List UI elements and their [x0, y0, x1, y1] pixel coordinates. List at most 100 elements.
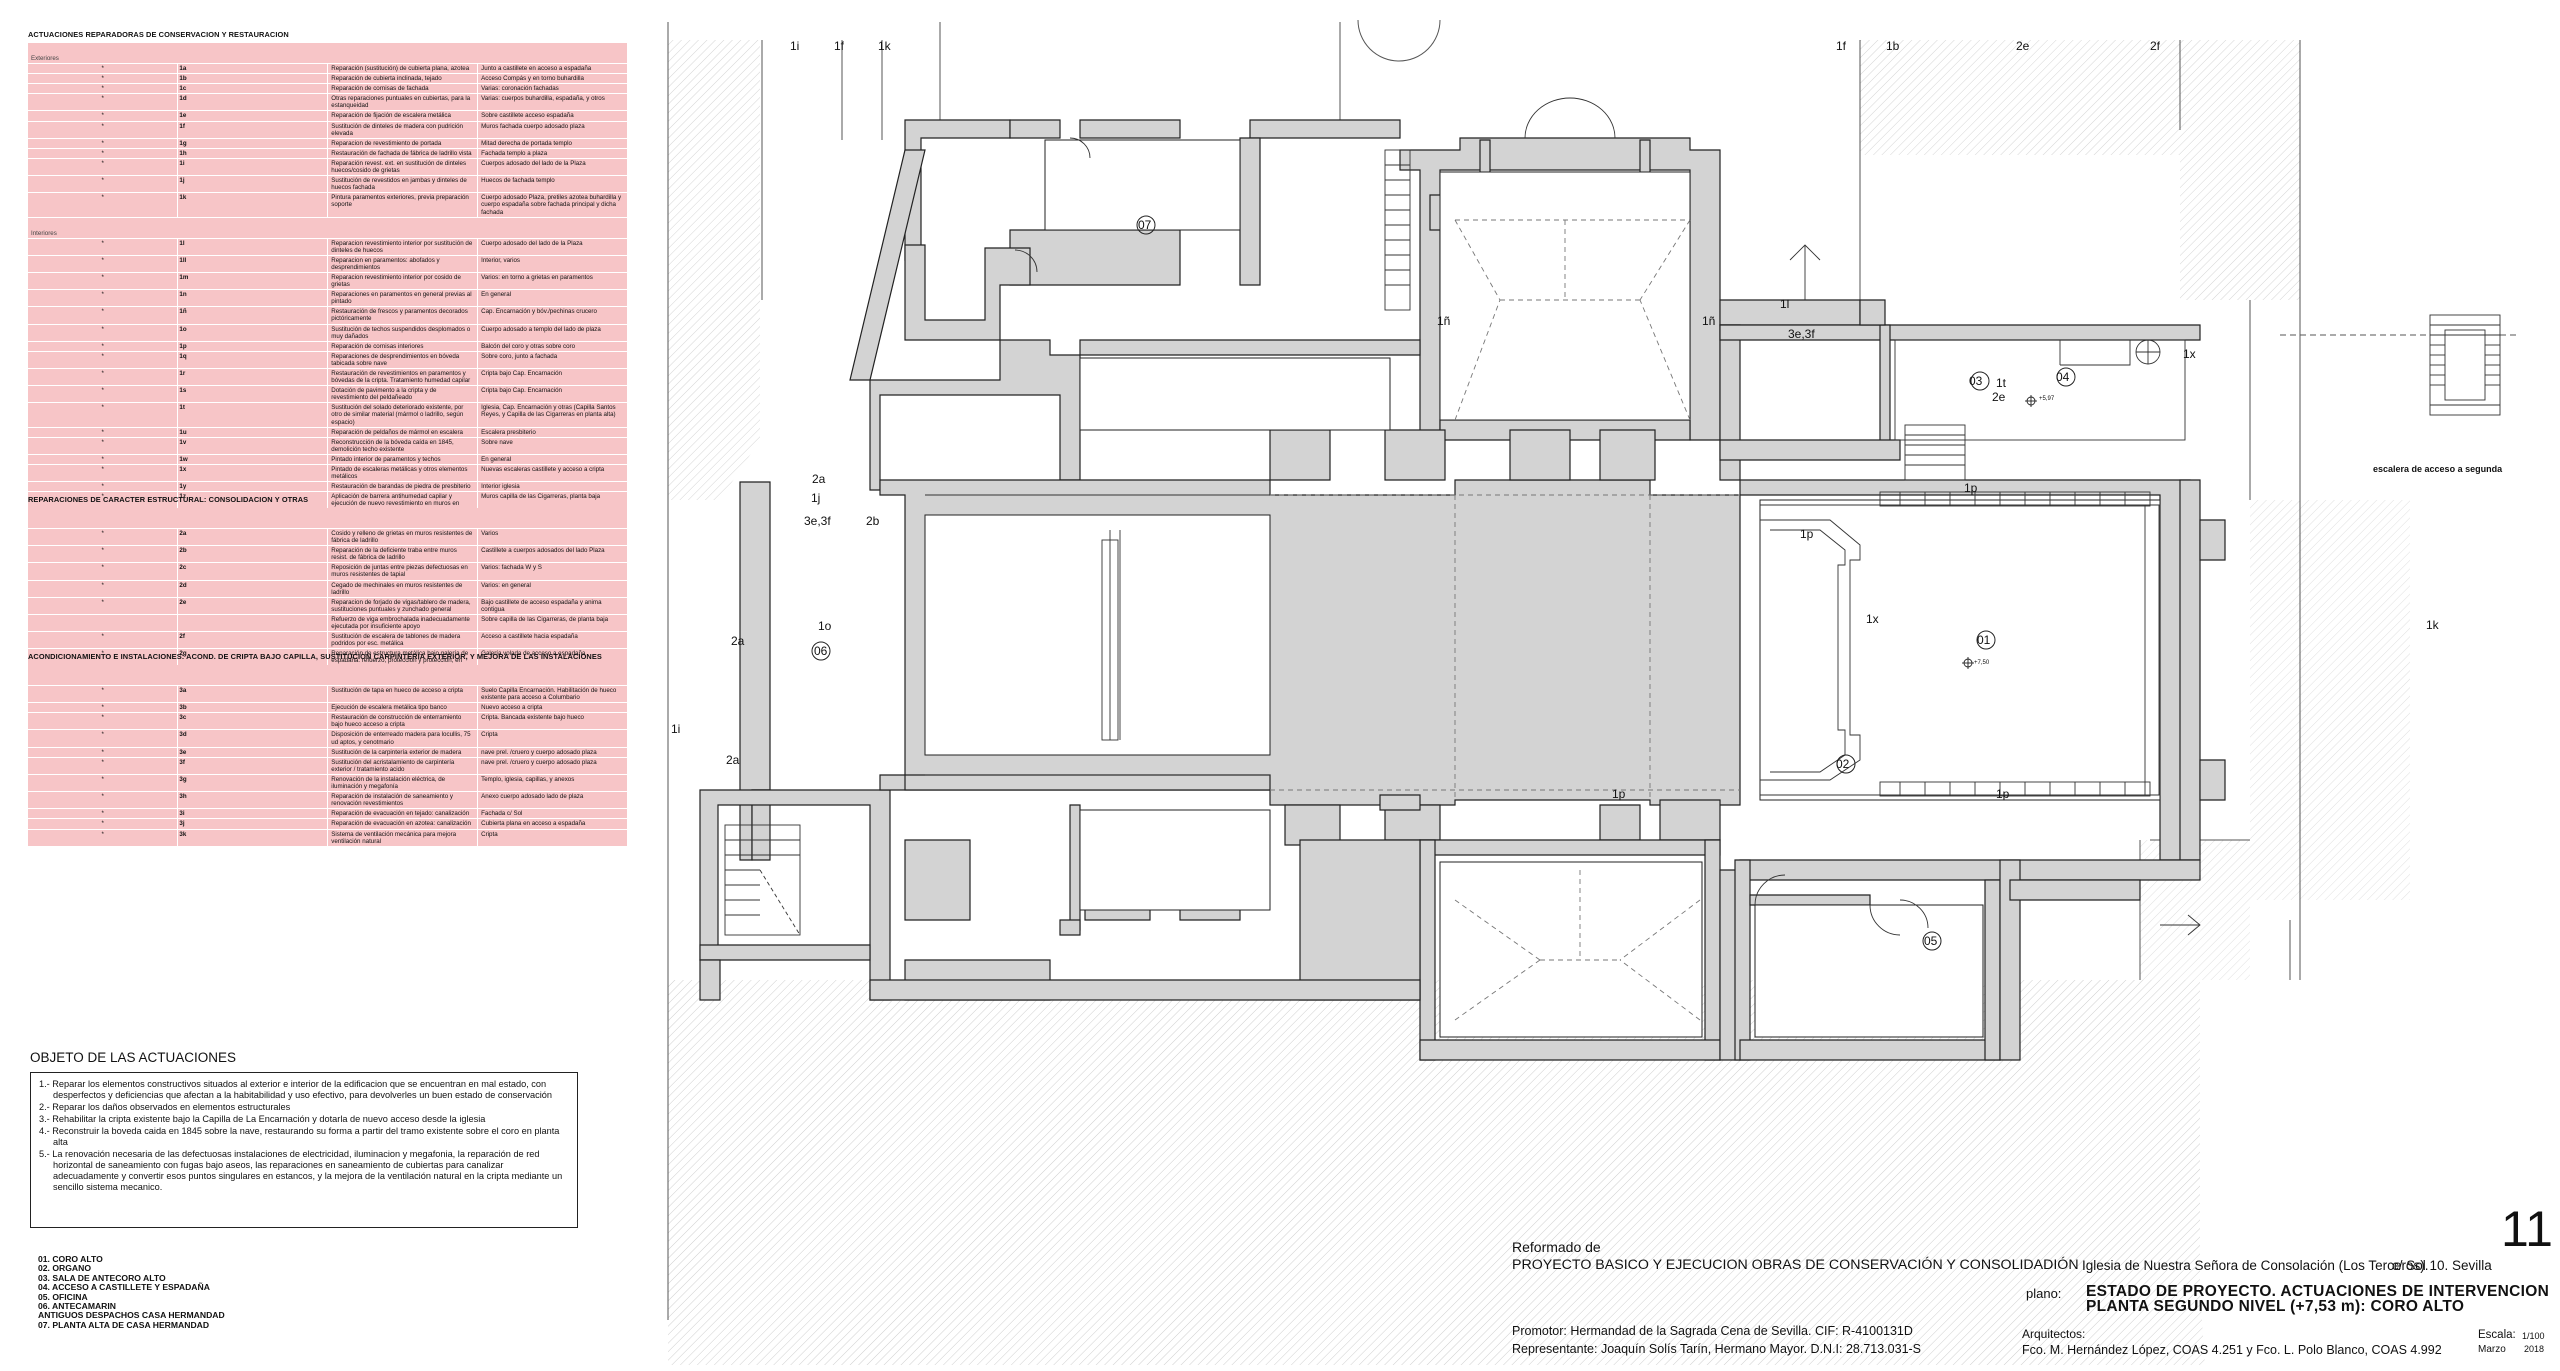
row-location: Cuerpos adosado del lado de la Plaza [477, 158, 628, 177]
plan-label: 1l [1780, 297, 1789, 311]
row-description: Reparacion en paramentos: abofados y des… [327, 255, 479, 273]
row-code: 1ñ [177, 306, 329, 325]
room-legend-item: 01. CORO ALTO [38, 1254, 103, 1264]
row-code: 1t [177, 402, 329, 428]
table-subtitle-row: Exteriores [28, 43, 628, 64]
table-estructural: REPARACIONES DE CARACTER ESTRUCTURAL: CO… [28, 495, 628, 681]
row-marker: * [28, 685, 179, 704]
context-hatch [668, 40, 2410, 1365]
row-location: Anexo cuerpo adosado lado de plaza [477, 791, 628, 810]
table-row: Refuerzo de viga embrochalada inadecuada… [28, 614, 628, 633]
plan-label: 1k [878, 39, 892, 53]
plan-label: 3e,3f [1788, 327, 1815, 341]
row-marker: * [28, 747, 179, 758]
church-name: Iglesia de Nuestra Señora de Consolación… [2082, 1258, 2429, 1273]
row-marker: * [28, 427, 179, 438]
row-location: Cap. Encarnación y bóv./pechinas crucero [477, 306, 628, 325]
plan-label: 1i [671, 722, 680, 736]
row-description: Reparaciones en paramentos en general pr… [327, 289, 479, 308]
plan-label: 1k [2426, 618, 2440, 632]
row-marker: * [28, 341, 179, 352]
plan-label: 1p [1612, 787, 1626, 801]
plan-label: 1t [1996, 376, 2007, 390]
row-marker: * [28, 148, 179, 159]
row-code: 1p [177, 341, 329, 352]
plan-label: 2e [2016, 39, 2030, 53]
row-code: 3j [177, 818, 329, 830]
plan-label: 2a [726, 753, 740, 767]
row-description: Pintado de escaleras metálicas y otros e… [327, 464, 479, 483]
fecha-mes: Marzo [2478, 1344, 2506, 1355]
room-legend-item: 02. ORGANO [38, 1263, 92, 1274]
row-code: 3k [177, 829, 329, 847]
row-code: 1e [177, 110, 329, 122]
plan-label: 1b [1886, 39, 1900, 53]
row-location: Acceso Compás y en torno buhardilla [477, 73, 628, 85]
plan-label: 04 [2056, 370, 2070, 384]
row-marker: * [28, 63, 179, 75]
row-marker: * [28, 631, 179, 650]
row-description: Reparación de fijación de escalera metál… [327, 110, 479, 122]
row-marker: * [28, 158, 179, 177]
row-description: Ejecución de escalera metálica tipo banc… [327, 702, 479, 714]
row-description: Sustitución de dinteles de madera con pu… [327, 121, 479, 139]
plan-label: 2b [866, 514, 880, 528]
plan-label: 3e,3f [804, 514, 831, 528]
row-marker: * [28, 255, 179, 273]
plan-label: 1o [818, 619, 832, 633]
row-location: Cuerpo adosado a templo del lado de plaz… [477, 324, 628, 342]
room-fills [924, 139, 2161, 1038]
row-marker: * [28, 545, 179, 564]
plan-label: 1f [1836, 39, 1847, 53]
row-code: 3d [177, 729, 329, 748]
room-legend-item: 07. PLANTA ALTA DE CASA HERMANDAD [38, 1319, 210, 1330]
row-marker: * [28, 437, 179, 455]
row-description: Disposición de enterreado madera para lo… [327, 729, 479, 748]
row-location: Varios [477, 528, 628, 547]
row-code: 2a [177, 528, 329, 547]
row-location: Fachada templo a plaza [477, 148, 628, 159]
row-location: Cripta [477, 729, 628, 748]
row-location: En general [477, 289, 628, 308]
plan-label: 07 [1138, 218, 1152, 232]
row-code: 1i [177, 158, 329, 177]
row-code: 3e [177, 747, 329, 758]
row-description: Sistema de ventilación mecánica para mej… [327, 829, 479, 847]
row-description: Renovación de la instalación eléctrica, … [327, 774, 479, 793]
plano-title: ESTADO DE PROYECTO. ACTUACIONES DE INTER… [2086, 1284, 2549, 1315]
row-marker: * [28, 175, 179, 194]
row-description: Restauración de frescos y paramentos dec… [327, 306, 479, 325]
row-description: Reparación de peldaños de mármol en esca… [327, 427, 479, 438]
row-marker: * [28, 481, 179, 493]
row-code: 1d [177, 93, 329, 112]
plan-label: 1x [2183, 347, 2196, 361]
representante: Representante: Joaquín Solís Tarín, Herm… [1512, 1342, 1922, 1356]
row-description: Cosido y relleno de grietas en muros res… [327, 528, 479, 547]
row-location: nave prel. /cruero y cuerpo adosado plaz… [477, 747, 628, 758]
row-description: Reparación revest. ext. en sustitución d… [327, 158, 479, 177]
row-code: 1c [177, 83, 329, 95]
row-description: Sustitución del solado deteriorado exist… [327, 402, 479, 428]
plan-label: 2f [2150, 39, 2161, 53]
row-marker: * [28, 774, 179, 793]
room-legend-item: ANTIGUOS DESPACHOS CASA HERMANDAD [38, 1310, 225, 1321]
row-code: 1j [177, 175, 329, 194]
objeto-item: 3.- Rehabilitar la cripta existente bajo… [39, 1114, 486, 1124]
plan-label: escalera de acceso a segunda [2373, 464, 2503, 474]
row-marker: * [28, 121, 179, 139]
address: c/ Sol 10. Sevilla [2392, 1258, 2492, 1273]
row-marker: * [28, 829, 179, 847]
